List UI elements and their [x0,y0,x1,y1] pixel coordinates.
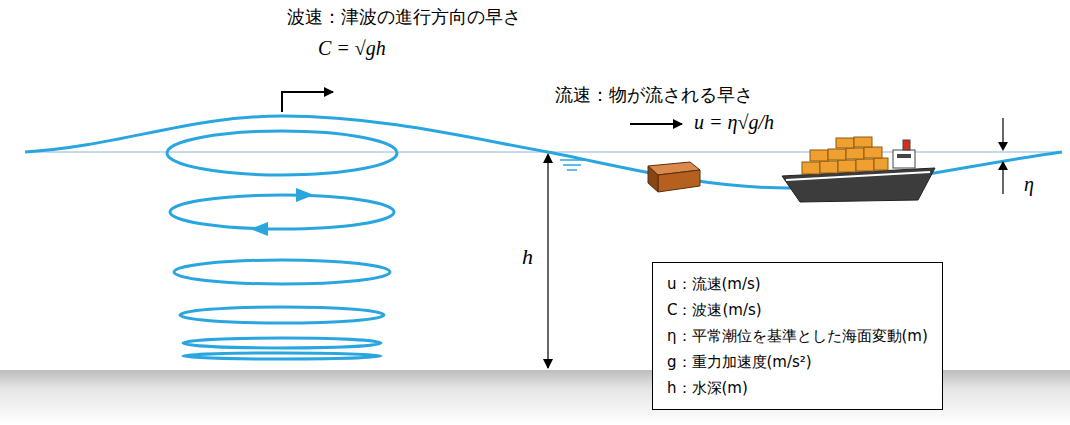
orbit-arrow [296,188,314,202]
sea-level-change-symbol: η [1024,172,1034,196]
legend-entry: C：波速(m/s) [667,297,928,323]
wave-speed-heading: 波速：津波の進行方向の早さ [287,6,521,28]
legend-entry: η：平常潮位を基準とした海面変動(m) [667,323,928,349]
wave-speed-arrow [282,92,333,112]
flow-speed-arrow [630,123,682,125]
water-surface-symbol [560,160,584,170]
orbital-motion [167,131,397,359]
legend-entry: u：流速(m/s) [667,271,928,297]
depth-line [547,162,548,368]
legend-entry: g：重力加速度(m/s²) [667,349,928,375]
wave-speed-formula: C = √gh [318,36,386,60]
flow-speed-heading: 流速：物が流される早さ [555,84,753,106]
eta-arrowheads [998,142,1008,170]
depth-symbol: h [522,244,533,270]
floating-box [648,162,700,192]
depth-arrowheads [543,153,553,369]
legend-entry: h：水深(m) [667,375,928,401]
legend-box: u：流速(m/s)C：波速(m/s)η：平常潮位を基準とした海面変動(m)g：重… [652,262,943,410]
cargo-ship [782,137,935,202]
orbit-arrow [250,222,268,236]
flow-speed-formula: u = η√g/h [694,110,774,134]
eta-marker [1002,118,1003,194]
